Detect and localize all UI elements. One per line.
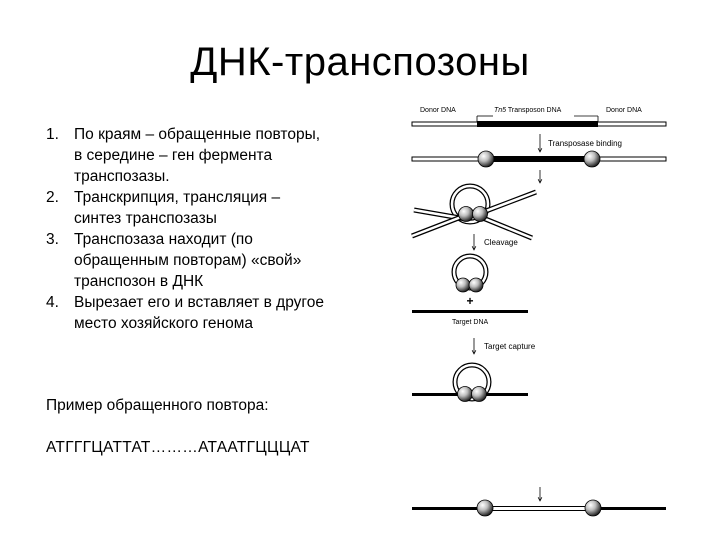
- example-sequence: АТГГГЦАТТАТ………АТААТГЦЦЦАТ: [46, 439, 310, 456]
- step-item: 3. Транспозаза находит (по обращенным по…: [46, 229, 378, 292]
- step-line: транспозазы.: [74, 168, 170, 185]
- transposase-sphere: [584, 499, 602, 517]
- step-item: 1. По краям – обращенные повторы, в сере…: [46, 124, 378, 187]
- step-number: 3.: [46, 231, 59, 248]
- step-line: Транскрипция, трансляция –: [74, 189, 281, 206]
- step-item: 2. Транскрипция, трансляция – синтез тра…: [46, 187, 378, 229]
- step-line: обращенным повторам) «свой»: [74, 252, 302, 269]
- target-dna-strand: [412, 310, 528, 313]
- transposase-sphere: [458, 206, 474, 222]
- plus-sign: +: [466, 294, 473, 308]
- step-line: транспозон в ДНК: [74, 273, 204, 290]
- step-line: синтез транспозазы: [74, 210, 217, 227]
- cleavage-label: Cleavage: [484, 238, 518, 247]
- target-capture-label: Target capture: [484, 342, 536, 351]
- target-dna-label: Target DNA: [452, 319, 489, 326]
- captured-transposon-loop-inner: [453, 363, 491, 401]
- transposon-dna-label: Tn5 Transposon DNA: [494, 107, 562, 114]
- transposon-label-rest: Transposon DNA: [506, 107, 562, 114]
- step-number: 2.: [46, 189, 59, 206]
- donor-strand-out-inner: [477, 190, 537, 216]
- transposase-sphere: [477, 150, 495, 168]
- transposon-segment: [477, 121, 598, 127]
- donor-dna-label-left: Donor DNA: [420, 107, 456, 114]
- transposase-sphere: [476, 499, 494, 517]
- transposase-sphere: [472, 206, 488, 222]
- example-label: Пример обращенного повтора:: [46, 397, 269, 414]
- step-line: Вырезает его и вставляет в другое: [74, 294, 324, 311]
- donor-strand-out-2-inner: [477, 214, 533, 240]
- slide-title: ДНК-транспозоны: [190, 40, 530, 84]
- transposase-sphere: [457, 386, 473, 402]
- transposase-sphere: [471, 386, 487, 402]
- step-line: По краям – обращенные повторы,: [74, 126, 321, 143]
- transposase-sphere: [468, 277, 484, 293]
- transposon-loop-inner: [450, 184, 490, 224]
- tn5-label: Tn5: [494, 107, 506, 114]
- step-line: в середине – ген фермента: [74, 147, 273, 164]
- transposase-sphere: [455, 277, 471, 293]
- step-number: 1.: [46, 126, 59, 143]
- transposase-binding-label: Transposase binding: [548, 139, 622, 148]
- step-line: место хозяйского генома: [74, 315, 254, 332]
- donor-dna-label-right: Donor DNA: [606, 107, 642, 114]
- transposon-segment: [486, 156, 592, 162]
- step-number: 4.: [46, 294, 59, 311]
- inserted-transposon: [484, 506, 594, 511]
- steps-list: 1. По краям – обращенные повторы, в сере…: [46, 124, 378, 334]
- step-line: Транспозаза находит (по: [74, 231, 253, 248]
- transposase-sphere: [583, 150, 601, 168]
- step-item: 4. Вырезает его и вставляет в другое мес…: [46, 292, 378, 334]
